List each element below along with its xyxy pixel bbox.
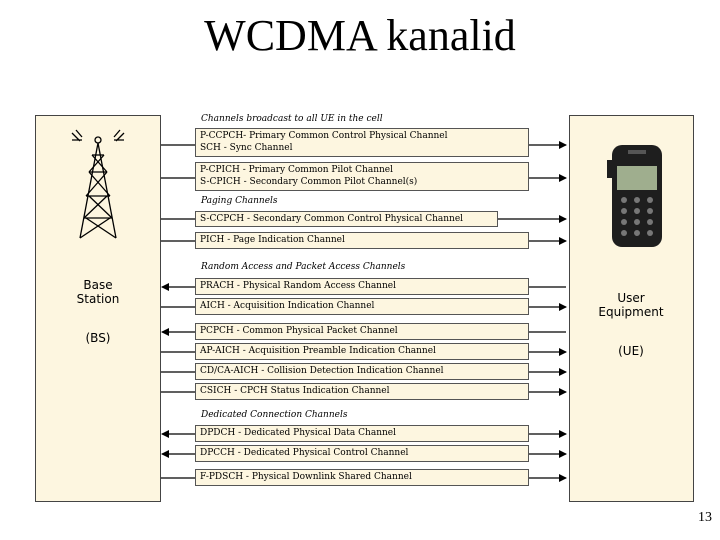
channel-cdcaich: CD/CA-AICH - Collision Detection Indicat…	[195, 363, 529, 380]
tower-icon	[71, 129, 125, 239]
ue-label-line1: User	[617, 291, 645, 305]
mobile-phone-icon	[607, 145, 662, 247]
section-random-access: Random Access and Packet Access Channels	[201, 262, 406, 272]
bs-label-line2: Station	[76, 292, 120, 306]
ue-label-line2: Equipment	[598, 305, 664, 319]
channel-cpich-line2: S-CPICH - Secondary Common Pilot Channel…	[200, 177, 418, 187]
channel-sccpch: S-CCPCH - Secondary Common Control Physi…	[195, 211, 498, 227]
channel-pccpch-line2: SCH - Sync Channel	[200, 143, 293, 153]
channel-dpdch: DPDCH - Dedicated Physical Data Channel	[195, 425, 529, 442]
base-station-abbr: (BS)	[85, 331, 111, 345]
bs-label-line1: Base	[83, 278, 113, 292]
page-title: WCDMA kanalid	[204, 11, 516, 60]
channel-pich: PICH - Page Indication Channel	[195, 232, 529, 249]
channel-cpich-line1: P-CPICH - Primary Common Pilot Channel	[200, 165, 393, 175]
channel-pcpch: PCPCH - Common Physical Packet Channel	[195, 323, 529, 340]
base-station-panel	[35, 115, 161, 502]
channel-pdsch: F-PDSCH - Physical Downlink Shared Chann…	[195, 469, 529, 486]
user-equipment-abbr: (UE)	[618, 344, 644, 358]
base-station-label: Base Station	[55, 278, 141, 306]
section-broadcast: Channels broadcast to all UE in the cell	[201, 114, 383, 124]
channel-pccpch-line1: P-CCPCH- Primary Common Control Physical…	[200, 131, 448, 141]
channel-csich: CSICH - CPCH Status Indication Channel	[195, 383, 529, 400]
channel-apaich: AP-AICH - Acquisition Preamble Indicatio…	[195, 343, 529, 360]
channel-prach: PRACH - Physical Random Access Channel	[195, 278, 529, 295]
user-equipment-label: User Equipment	[580, 291, 682, 319]
channel-cpich: P-CPICH - Primary Common Pilot Channel S…	[195, 162, 529, 191]
channel-pccpch: P-CCPCH- Primary Common Control Physical…	[195, 128, 529, 157]
page-number: 13	[698, 510, 712, 525]
section-paging: Paging Channels	[201, 196, 278, 206]
channel-dpcch: DPCCH - Dedicated Physical Control Chann…	[195, 445, 529, 462]
section-dedicated: Dedicated Connection Channels	[201, 410, 348, 420]
channel-aich: AICH - Acquisition Indication Channel	[195, 298, 529, 315]
